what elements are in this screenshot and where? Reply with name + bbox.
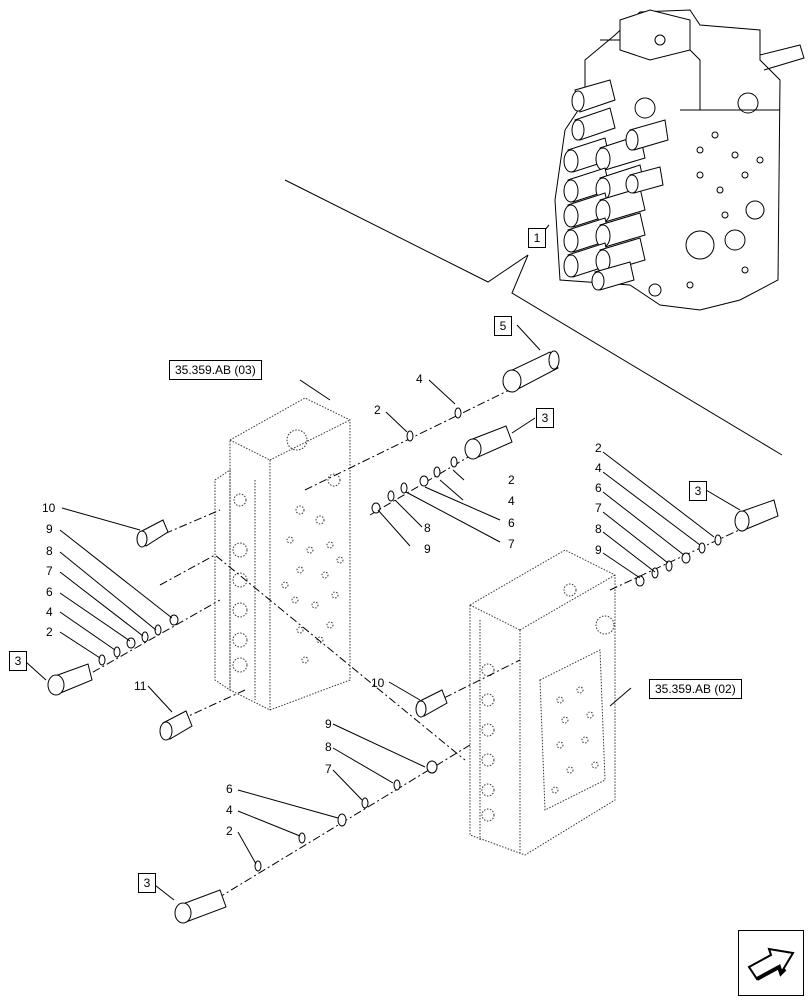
centerline-right bbox=[609, 524, 751, 591]
callout-item-3-center: 3 bbox=[536, 408, 554, 428]
label-7-center: 7 bbox=[508, 537, 515, 551]
label-6-left: 6 bbox=[46, 585, 53, 599]
label-9-left: 9 bbox=[46, 522, 53, 536]
leader-line-assembly-right bbox=[511, 254, 783, 456]
label-2-top: 2 bbox=[374, 403, 381, 417]
cartridge-3-bottom bbox=[174, 889, 227, 924]
valve-section-block-02 bbox=[469, 549, 616, 856]
centerline-11 bbox=[179, 689, 246, 721]
callout-item-5: 5 bbox=[494, 316, 512, 336]
label-7-left: 7 bbox=[46, 564, 53, 578]
label-6-bottom: 6 bbox=[226, 782, 233, 796]
label-2-left: 2 bbox=[46, 625, 53, 639]
cartridge-5 bbox=[502, 350, 560, 393]
label-11: 11 bbox=[134, 679, 147, 693]
label-10-left: 10 bbox=[42, 501, 56, 515]
plug-10-left bbox=[136, 519, 169, 548]
label-6-center: 6 bbox=[508, 516, 515, 530]
callout-item-1: 1 bbox=[528, 228, 546, 248]
leader-line-assembly bbox=[284, 179, 529, 283]
callout-item-3-left: 3 bbox=[9, 651, 27, 671]
label-7-bottom: 7 bbox=[325, 762, 332, 776]
label-4-top: 4 bbox=[416, 372, 423, 386]
centerline-mid bbox=[369, 449, 481, 516]
cartridge-3-right bbox=[734, 499, 779, 532]
label-4-center: 4 bbox=[508, 494, 515, 508]
label-8-center: 8 bbox=[424, 521, 431, 535]
label-2-bottom: 2 bbox=[226, 824, 233, 838]
centerline-left bbox=[64, 599, 221, 689]
label-2-right: 2 bbox=[595, 441, 602, 455]
label-2-center: 2 bbox=[508, 473, 515, 487]
label-9-center: 9 bbox=[424, 542, 431, 556]
label-9-right: 9 bbox=[595, 543, 602, 557]
label-9-bottom: 9 bbox=[325, 717, 332, 731]
cartridge-3-left bbox=[47, 663, 93, 696]
label-8-bottom: 8 bbox=[325, 740, 332, 754]
valve-assembly-illustration bbox=[554, 9, 805, 311]
reference-link-ab-03[interactable]: 35.359.AB (03) bbox=[169, 360, 262, 380]
label-7-right: 7 bbox=[595, 501, 602, 515]
label-10-right: 10 bbox=[371, 676, 385, 690]
plug-11 bbox=[159, 710, 193, 741]
label-6-right: 6 bbox=[595, 481, 602, 495]
label-4-right: 4 bbox=[595, 461, 602, 475]
label-4-left: 4 bbox=[46, 605, 53, 619]
centerline-box bbox=[159, 554, 466, 761]
label-4-bottom: 4 bbox=[226, 803, 233, 817]
valve-section-block-03 bbox=[214, 397, 351, 711]
centerline-lower bbox=[189, 744, 471, 916]
callout-item-3-right: 3 bbox=[689, 481, 707, 501]
centerline-upper bbox=[304, 374, 541, 491]
reference-link-ab-02[interactable]: 35.359.AB (02) bbox=[649, 679, 742, 699]
next-page-arrow-icon[interactable] bbox=[738, 930, 804, 996]
cartridge-3-center bbox=[464, 425, 513, 460]
label-8-left: 8 bbox=[46, 544, 53, 558]
callout-item-3-bottom: 3 bbox=[138, 873, 156, 893]
plug-10-right bbox=[415, 689, 448, 718]
label-8-right: 8 bbox=[595, 522, 602, 536]
